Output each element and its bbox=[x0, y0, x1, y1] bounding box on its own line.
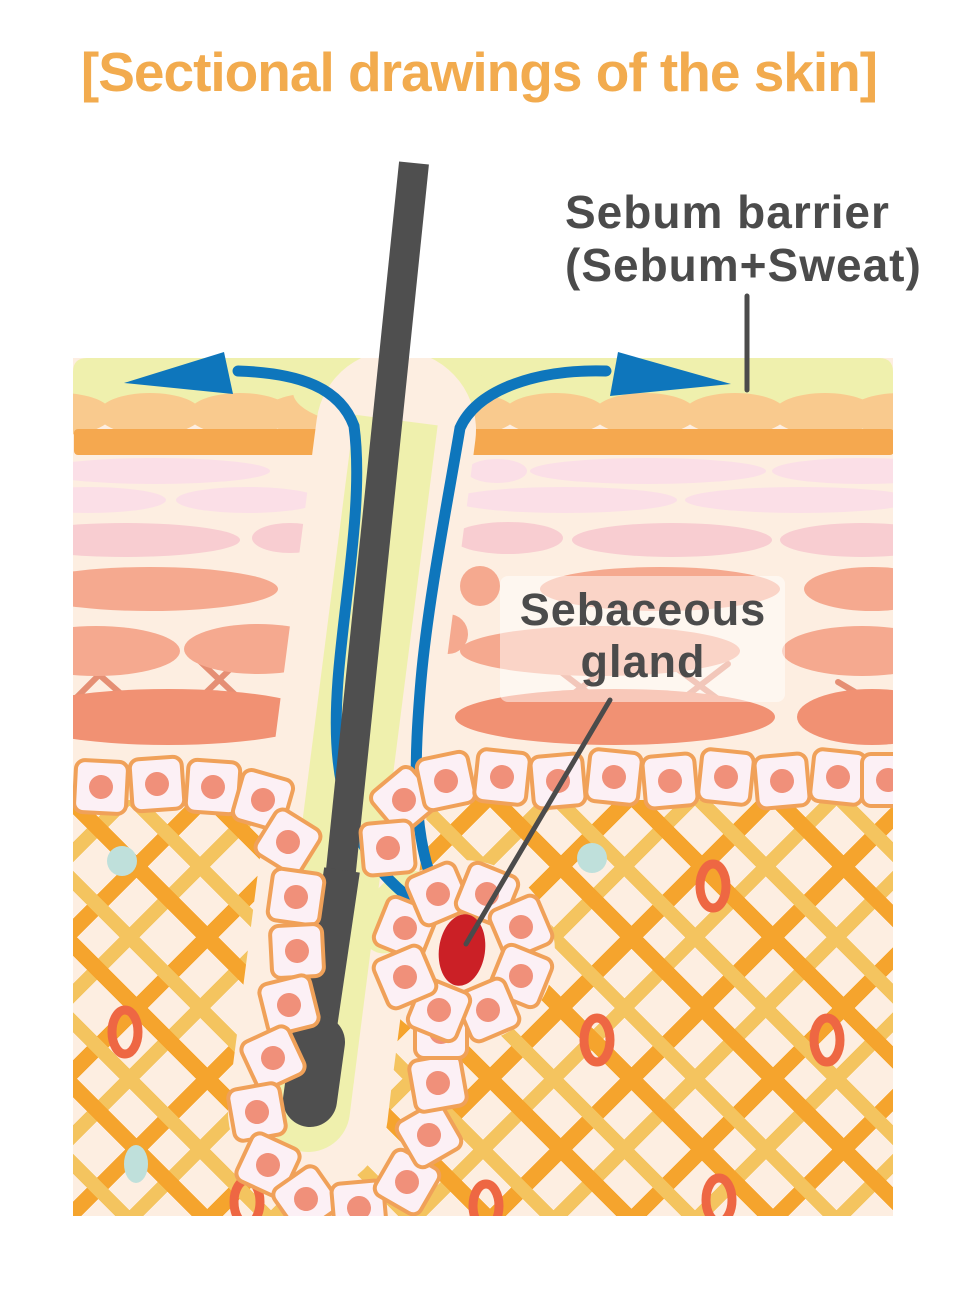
skin-cell bbox=[357, 817, 419, 879]
skin-cell bbox=[860, 752, 893, 808]
sebaceous-gland-label-line2: gland bbox=[581, 636, 706, 687]
sebaceous-gland-label-box bbox=[500, 576, 785, 702]
stratum-corneum-bar bbox=[74, 429, 893, 455]
left-arrowhead-icon bbox=[124, 352, 233, 394]
skin-cell bbox=[527, 750, 589, 812]
page-title: [Sectional drawings of the skin] bbox=[80, 41, 878, 103]
annotations: Sebum barrier (Sebum+Sweat) Sebaceous gl… bbox=[463, 186, 922, 947]
dermis-dots bbox=[107, 843, 607, 1183]
sebum-flow-arrowheads bbox=[124, 352, 731, 396]
skin-cell bbox=[751, 750, 813, 812]
epidermis-cell-rows bbox=[73, 458, 893, 745]
sebaceous-gland-label-line1: Sebaceous bbox=[520, 584, 767, 635]
skin-cell bbox=[255, 971, 323, 1039]
skin-cell bbox=[695, 746, 757, 808]
skin-cell bbox=[270, 924, 325, 979]
basal-cell-row-left bbox=[74, 754, 298, 835]
hair-shaft bbox=[283, 161, 429, 1127]
skin-cell bbox=[405, 1050, 471, 1116]
sebaceous-gland-pointer-line bbox=[463, 697, 613, 947]
skin-cell bbox=[413, 748, 479, 814]
skin-cell bbox=[74, 760, 129, 815]
basal-cell-row-right bbox=[413, 746, 893, 814]
skin-cell bbox=[471, 746, 533, 808]
skin-cell bbox=[807, 746, 869, 808]
cell-layers bbox=[74, 746, 893, 1216]
skin-cell bbox=[639, 750, 701, 812]
skin-cell bbox=[264, 865, 328, 929]
skin-cell bbox=[127, 754, 187, 814]
blood-vessel-rings bbox=[107, 859, 845, 1216]
skin-cell bbox=[583, 746, 645, 808]
sebum-barrier-label-line1: Sebum barrier bbox=[565, 186, 890, 238]
right-arrowhead-icon bbox=[610, 352, 731, 396]
sebum-barrier-label-line2: (Sebum+Sweat) bbox=[565, 239, 922, 291]
